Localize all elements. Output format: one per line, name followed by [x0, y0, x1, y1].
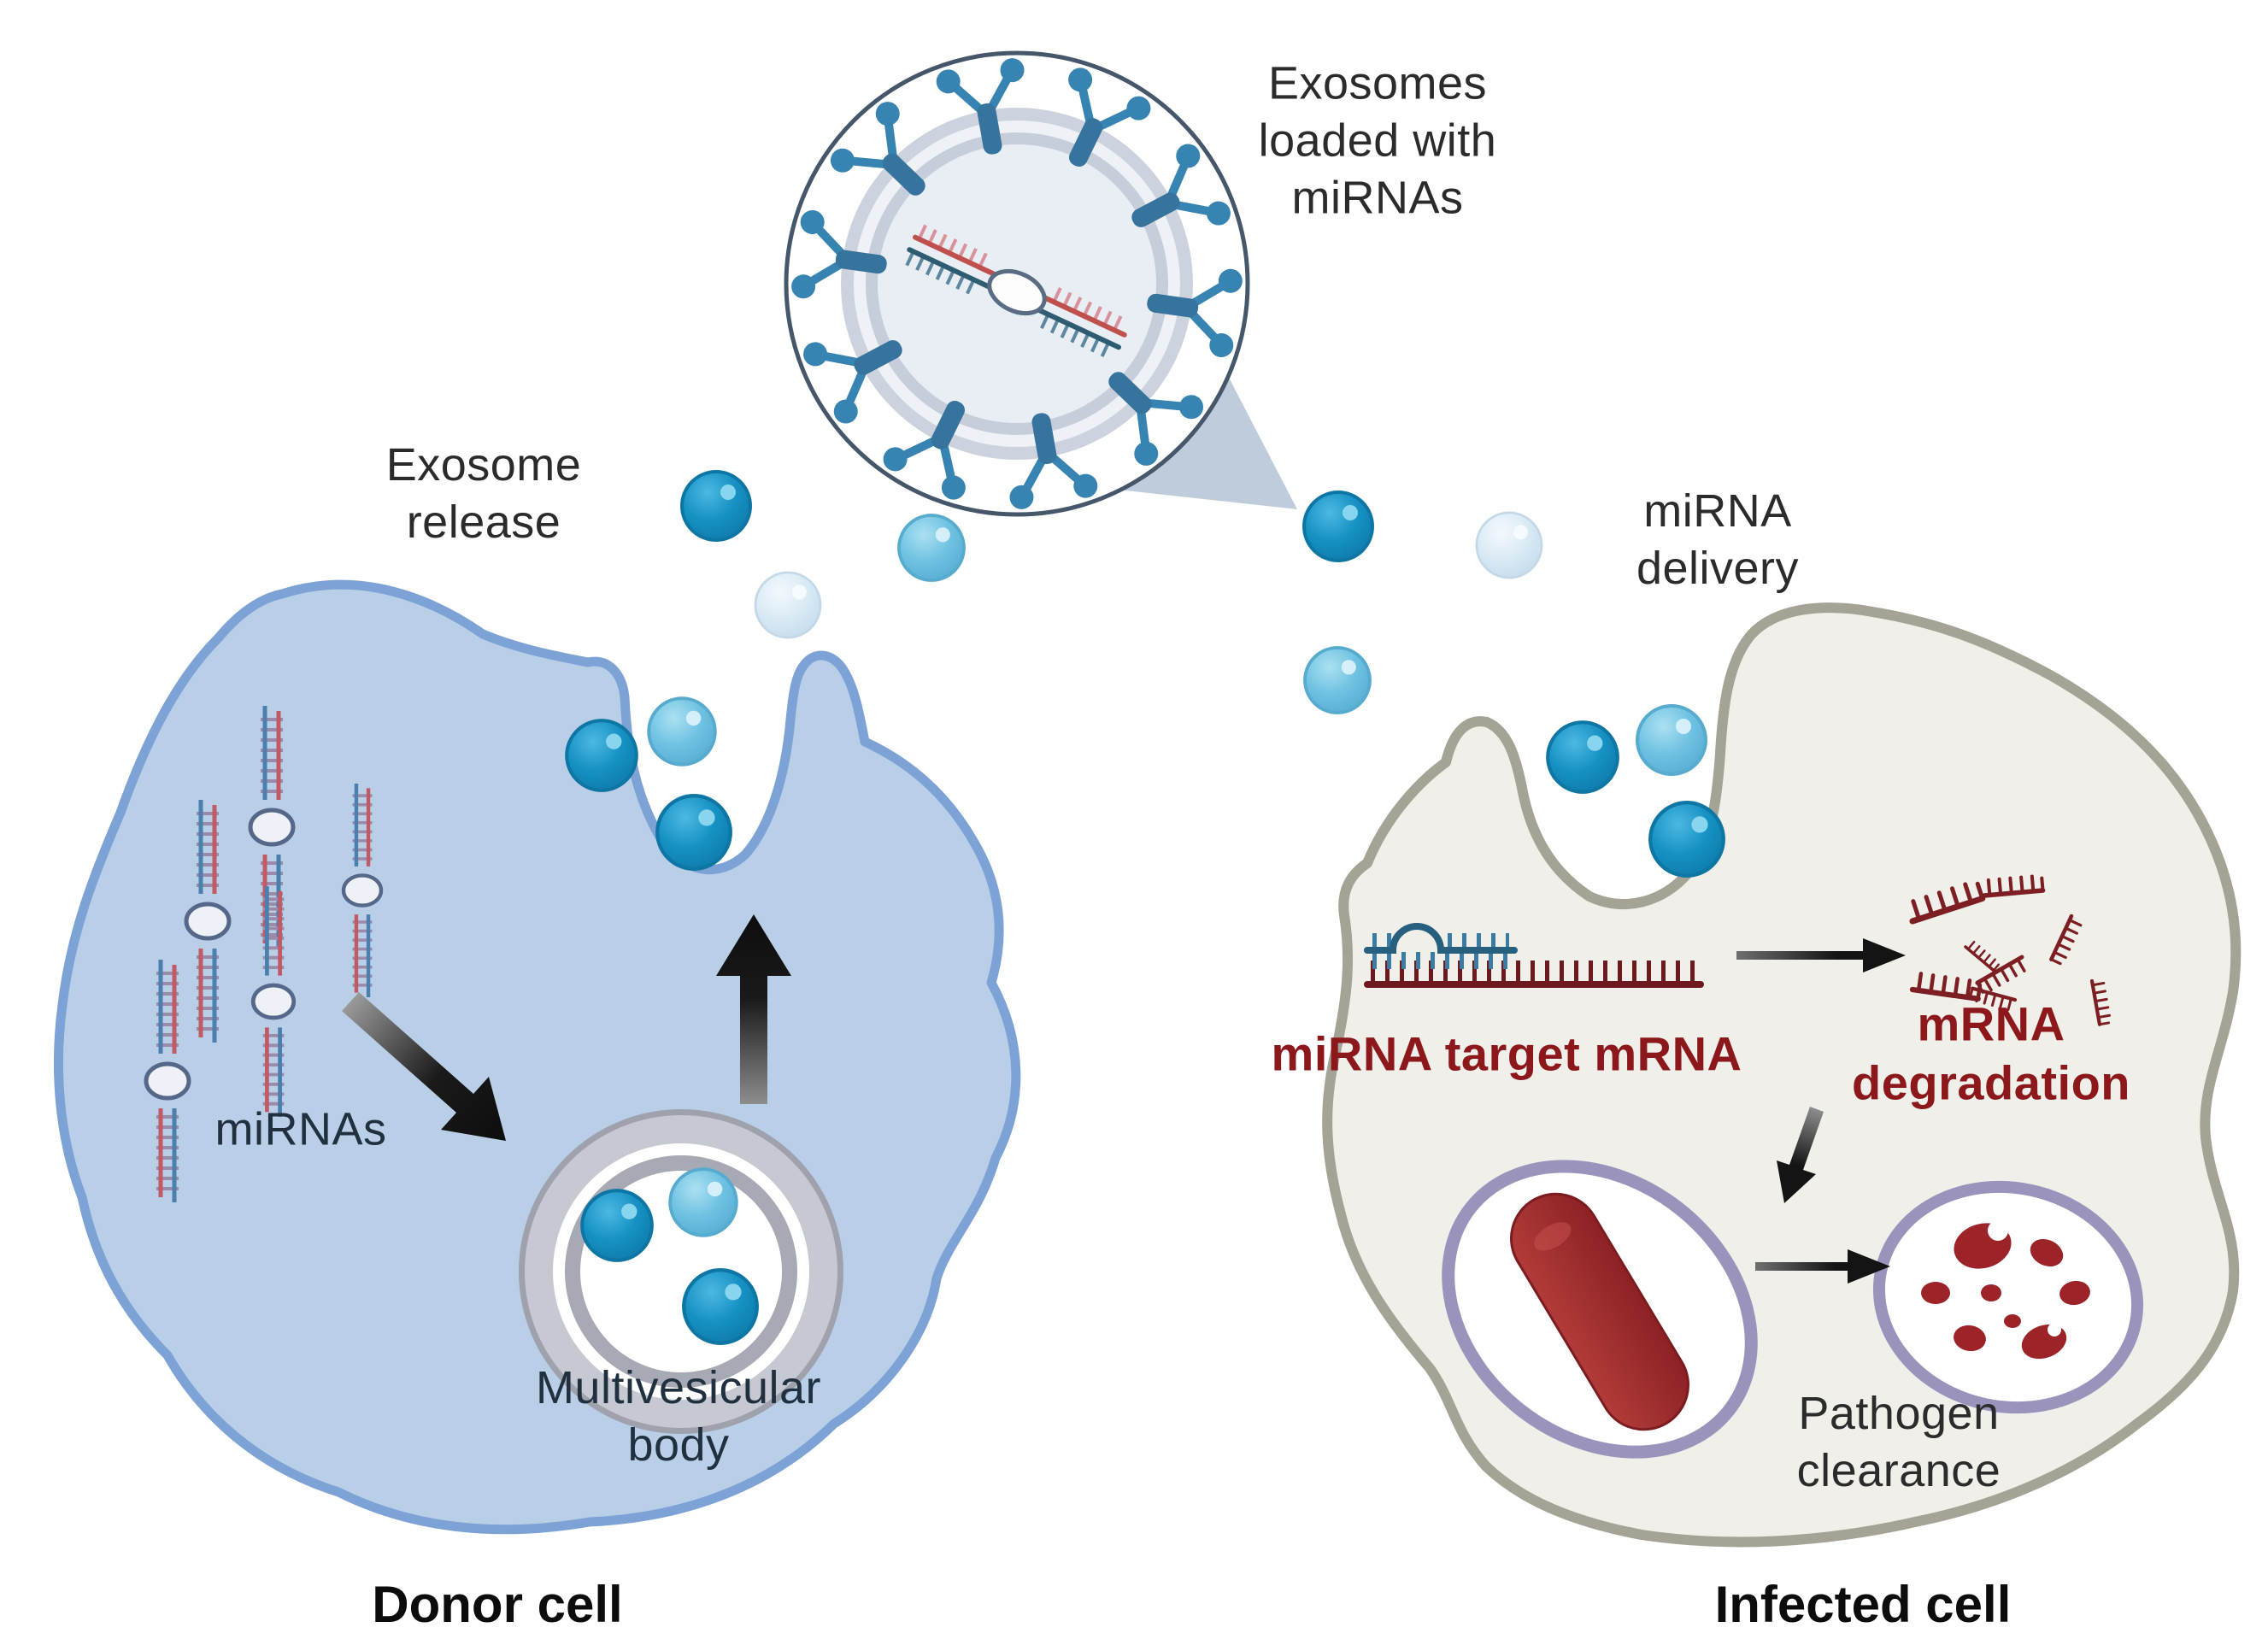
mirna-target-mrna-icon	[1364, 923, 1704, 988]
exosome-sphere	[1475, 511, 1543, 579]
multivesicular-body	[519, 1109, 843, 1434]
bacterium-rod-icon	[1509, 1192, 1690, 1431]
exosome-sphere	[1548, 722, 1618, 792]
donor-cell-label: Donor cell	[372, 1575, 623, 1633]
arrow-mirna-to-mvb	[342, 992, 506, 1141]
exosome-sphere	[647, 696, 717, 767]
mirna-delivery-label: miRNA delivery	[1636, 485, 1800, 594]
mirnas-label: miRNAs	[214, 1103, 387, 1155]
infected-cell-label: Infected cell	[1714, 1575, 2012, 1633]
exosome-sphere	[657, 796, 731, 869]
exosome-sphere	[684, 1270, 757, 1343]
exosome-sphere	[668, 1167, 738, 1237]
exosome-sphere	[1302, 491, 1374, 562]
exosome-release-label: Exosome release	[385, 439, 582, 548]
mrna-degradation-label: mRNA degradation	[1852, 996, 2130, 1110]
exosome-sphere	[1303, 646, 1372, 714]
exosome-detail-label: Exosomes loaded with miRNAs	[1258, 57, 1497, 224]
arrow-degradation-to-pathogen	[1777, 1107, 1824, 1203]
mirna-target-mrna-label: miRNA target mRNA	[1271, 1026, 1742, 1081]
exosome-sphere	[680, 470, 752, 542]
exosome-sphere	[582, 1190, 652, 1260]
exosome-sphere	[567, 720, 637, 790]
arrow-mrna-to-degradation	[1736, 938, 1906, 972]
exosome-sphere	[754, 571, 822, 639]
pathogen-debris	[1921, 1220, 2090, 1360]
arrow-pathogen-to-cleared	[1755, 1249, 1890, 1284]
exosome-sphere	[897, 514, 966, 582]
cleared-pathogen-vacuole	[1872, 1180, 2144, 1414]
released-exosomes	[567, 470, 1724, 876]
exosome-sphere	[1650, 802, 1724, 876]
mirna-duplex-icon	[905, 224, 1129, 361]
multivesicular-body-label: Multivesicular body	[535, 1362, 822, 1471]
exosome-sphere	[1636, 704, 1707, 776]
exosome-callout	[784, 50, 1297, 517]
arrow-mvb-to-membrane	[716, 914, 791, 1104]
pathogen-clearance-label: Pathogen clearance	[1796, 1388, 2001, 1496]
pathogen-vacuole	[1442, 1160, 1758, 1459]
